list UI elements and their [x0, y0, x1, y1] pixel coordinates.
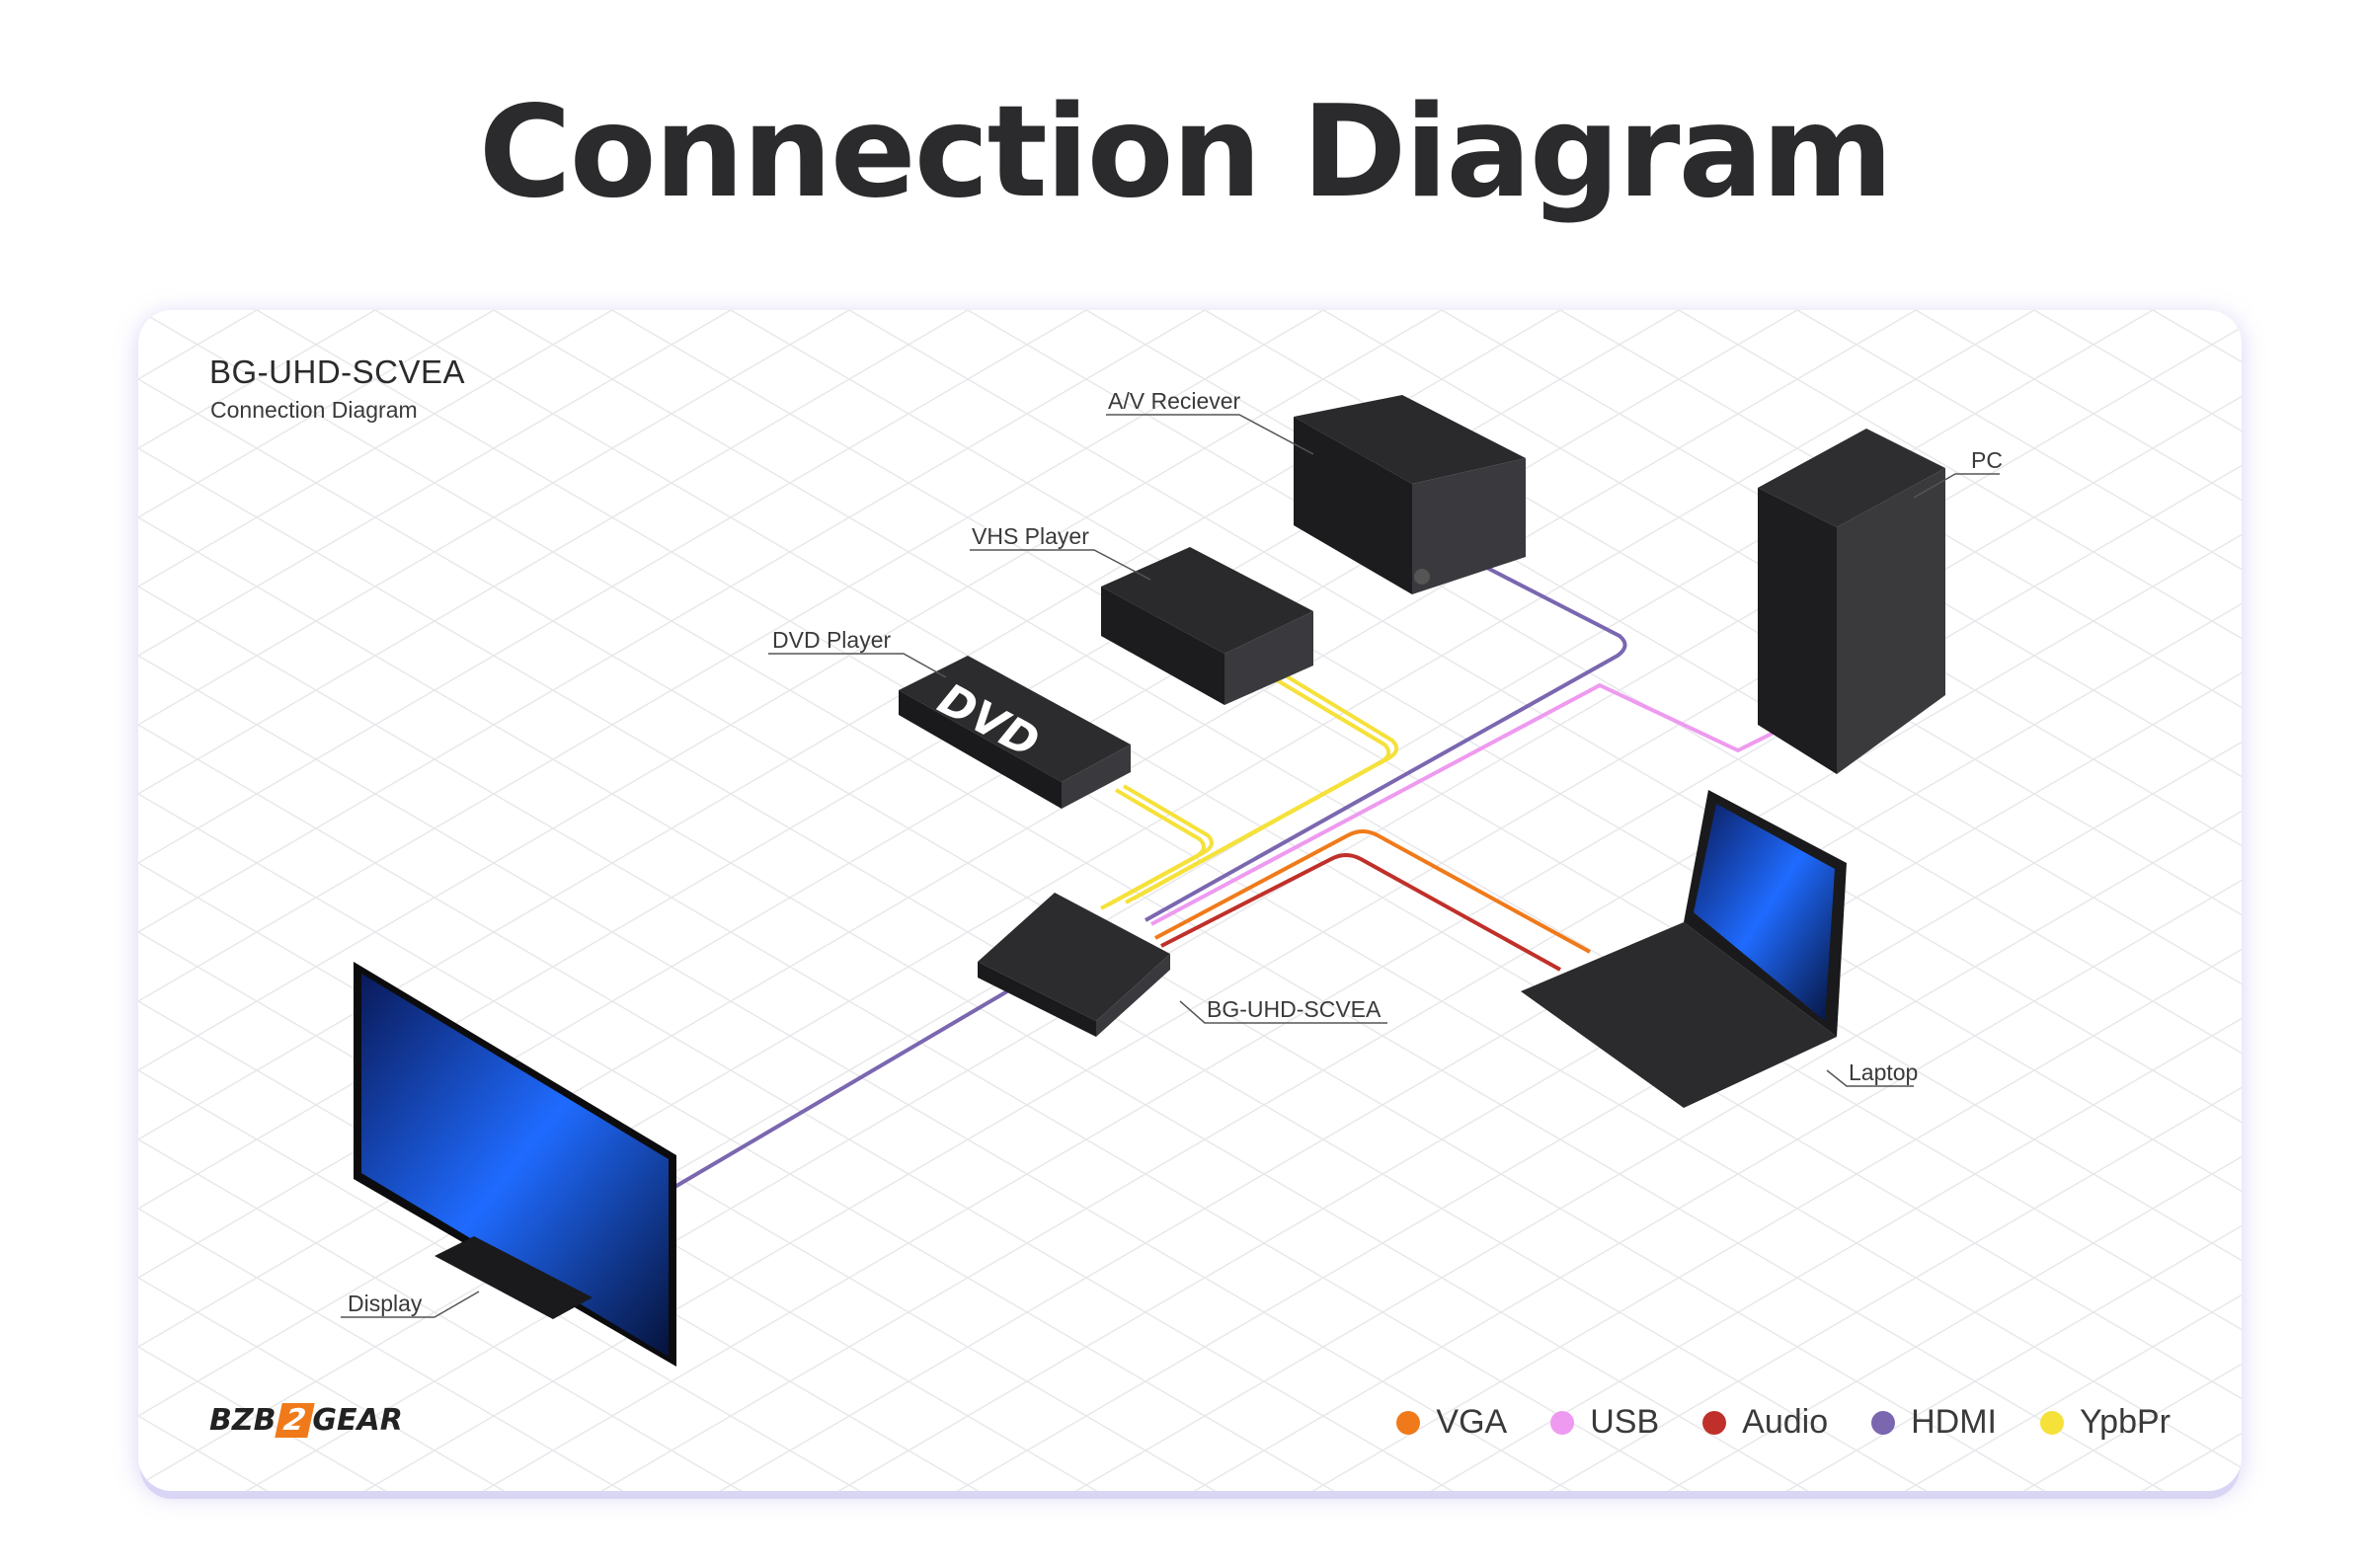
diagram-card: DVD A/V Reci — [138, 310, 2242, 1491]
pc-device — [1758, 429, 1945, 774]
legend-dot-icon — [1702, 1410, 1727, 1435]
label-pc: PC — [1971, 447, 2003, 473]
legend-label: YpbPr — [2080, 1403, 2171, 1441]
av-receiver-device — [1294, 395, 1526, 594]
logo-text-left: BZB — [209, 1403, 276, 1438]
label-dvd-player: DVD Player — [772, 627, 891, 653]
legend-label: VGA — [1436, 1403, 1508, 1441]
legend-item-ypbpr: YpbPr — [2040, 1403, 2171, 1442]
vga-cable — [1154, 829, 1591, 954]
cables — [670, 563, 1778, 1191]
vhs-player-device — [1101, 547, 1313, 705]
logo-text-right: GEAR — [312, 1403, 403, 1438]
legend-label: Audio — [1742, 1403, 1829, 1441]
legend-item-audio: Audio — [1702, 1403, 1828, 1442]
legend-label: USB — [1590, 1403, 1660, 1441]
legend-item-vga: VGA — [1396, 1403, 1507, 1442]
brand-logo: BZB 2 GEAR — [209, 1403, 403, 1438]
laptop-device — [1521, 790, 1847, 1108]
diagram-subtitle: Connection Diagram — [210, 397, 418, 423]
logo-text-mid: 2 — [274, 1403, 315, 1438]
legend: VGA USB Audio HDMI YpbPr — [1396, 1403, 2171, 1442]
legend-dot-icon — [2040, 1410, 2065, 1435]
display-device — [354, 962, 676, 1367]
legend-dot-icon — [1396, 1410, 1421, 1435]
hdmi-cable-receiver — [1145, 563, 1627, 922]
leader-lines — [341, 414, 2000, 1318]
page-title: Connection Diagram — [478, 79, 1894, 226]
diagram-canvas: DVD A/V Reci — [138, 310, 2242, 1491]
audio-cable — [1160, 853, 1561, 972]
converter-device — [978, 893, 1170, 1037]
label-av-receiver: A/V Reciever — [1108, 388, 1241, 414]
legend-item-usb: USB — [1550, 1403, 1659, 1442]
label-converter: BG-UHD-SCVEA — [1207, 996, 1382, 1022]
label-display: Display — [348, 1291, 423, 1316]
ypbpr-cable-vhs-2 — [1133, 671, 1399, 901]
label-laptop: Laptop — [1849, 1059, 1918, 1085]
ypbpr-cable-dvd-2 — [1108, 784, 1214, 906]
hdmi-cable-display — [670, 989, 1009, 1191]
label-vhs-player: VHS Player — [972, 523, 1089, 549]
usb-cable-pc — [1150, 683, 1778, 926]
legend-dot-icon — [1550, 1410, 1575, 1435]
legend-item-hdmi: HDMI — [1871, 1403, 1997, 1442]
dvd-player-device: DVD — [899, 656, 1131, 809]
legend-dot-icon — [1871, 1410, 1896, 1435]
legend-label: HDMI — [1911, 1403, 1998, 1441]
diagram-model-title: BG-UHD-SCVEA — [209, 353, 466, 390]
